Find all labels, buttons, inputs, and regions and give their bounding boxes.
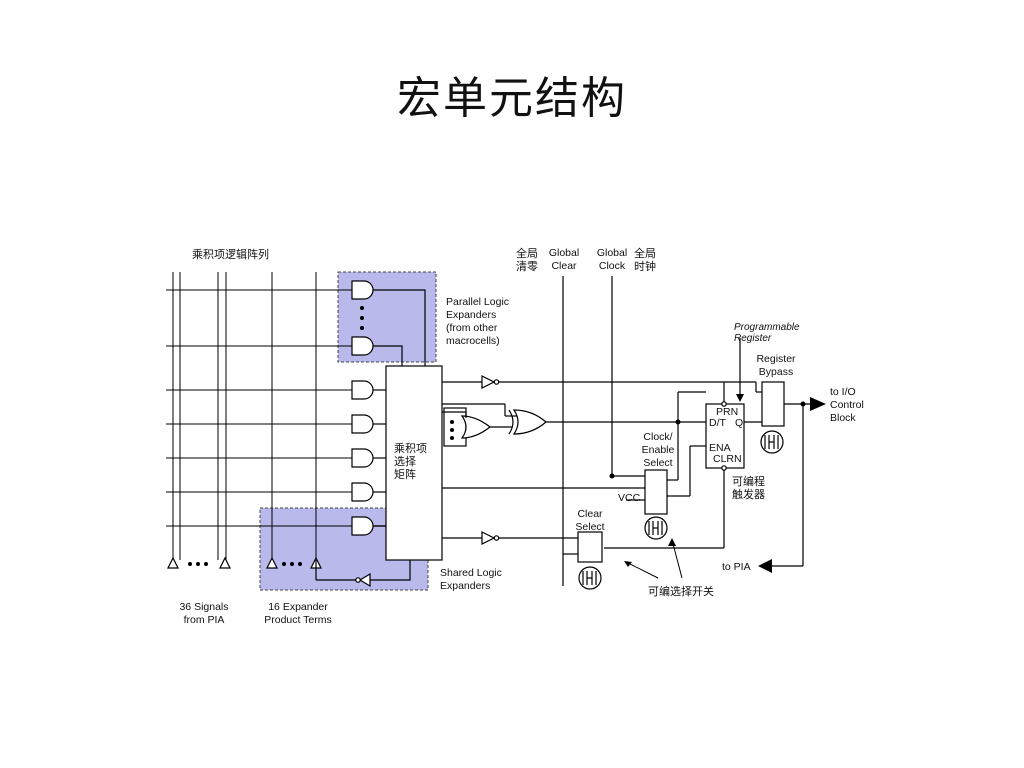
programmable-trigger-label: 可编程触发器 [732,474,765,501]
programmable-register [705,403,745,469]
product-term-lines [166,289,352,527]
slide-title: 宏单元结构 [397,73,627,124]
clock-enable-select-mux [644,469,668,515]
prn-label: PRN [716,406,738,418]
xor-gate [512,409,547,435]
or-gate [460,415,491,439]
product-term-array-label: 乘积项逻辑阵列 [192,247,269,261]
ena-label: ENA [709,442,731,454]
q-label: Q [735,417,743,429]
input-columns [172,272,317,560]
programmable-switch-label: 可编选择开关 [648,584,714,598]
product-select-matrix [385,365,443,561]
global-clear-cn-label: 全局清零 [516,246,538,273]
global-clock-cn-label: 全局时钟 [634,246,656,273]
product-select-matrix-label: 乘积项选择矩阵 [394,442,427,481]
clrn-label: CLRN [713,453,742,465]
vcc-label: VCC [618,492,641,504]
pia-input-buffers [167,556,322,569]
and-gates [351,280,374,536]
dt-label: D/T [709,417,727,429]
register-bypass-mux [761,381,785,427]
clear-select-mux [577,531,603,563]
to-pia-label: to PIA [722,561,751,573]
